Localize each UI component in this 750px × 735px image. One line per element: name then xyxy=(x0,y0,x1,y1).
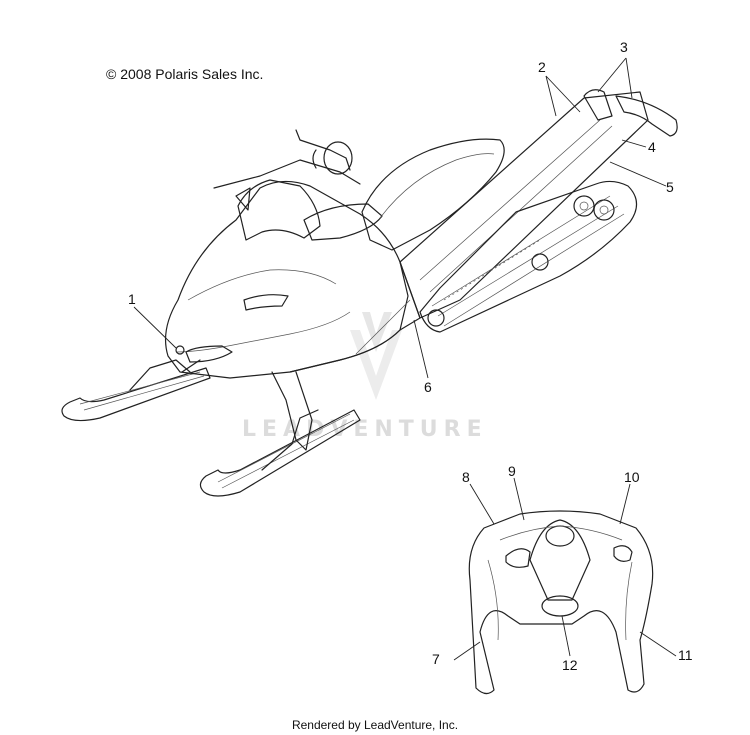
callout-labels: 1 2 3 4 5 6 7 8 9 10 11 12 xyxy=(128,39,693,673)
callout-3: 3 xyxy=(620,39,628,55)
watermark-text: LEADVENTURE xyxy=(242,417,488,442)
footer-credit: Rendered by LeadVenture, Inc. xyxy=(291,718,459,732)
callout-9: 9 xyxy=(508,463,516,479)
copyright-text: © 2008 Polaris Sales Inc. xyxy=(106,66,264,82)
watermark-logo: LEADVENTURE xyxy=(242,312,488,442)
callout-4: 4 xyxy=(648,139,656,155)
callout-8: 8 xyxy=(462,469,470,485)
callout-5: 5 xyxy=(666,179,674,195)
hood-panel-drawing xyxy=(468,510,654,695)
callout-10: 10 xyxy=(624,469,640,485)
callout-12: 12 xyxy=(562,657,578,673)
callout-leaders xyxy=(133,57,677,661)
snowmobile-drawing xyxy=(61,89,678,497)
callout-2: 2 xyxy=(538,59,546,75)
callout-7: 7 xyxy=(432,651,440,667)
callout-11: 11 xyxy=(678,647,693,663)
callout-6: 6 xyxy=(424,379,432,395)
callout-1: 1 xyxy=(128,291,136,307)
